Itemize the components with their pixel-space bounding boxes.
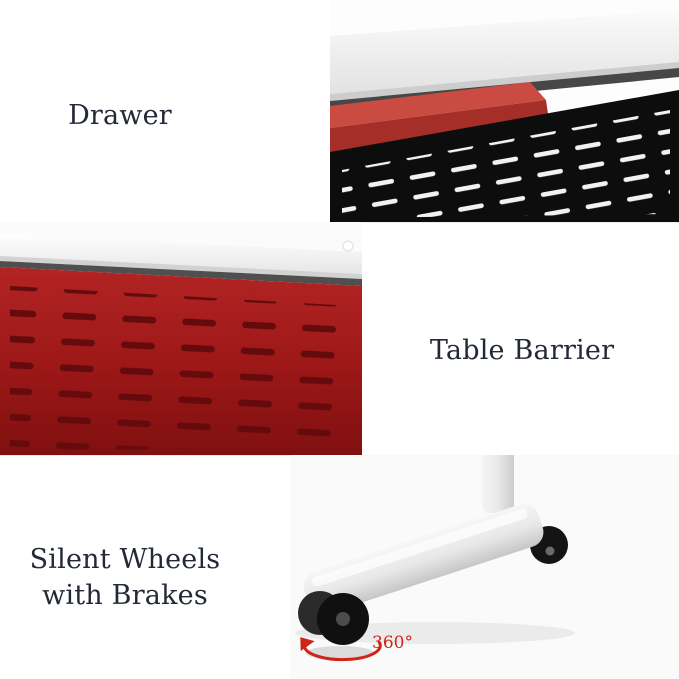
tabletop-edge bbox=[330, 62, 679, 101]
table-barrier-photo-graphic bbox=[0, 222, 362, 455]
rear-wheel-hub bbox=[545, 546, 555, 556]
rotation-degrees-label: 360° bbox=[372, 633, 413, 653]
wheels-photo-graphic bbox=[290, 455, 679, 679]
feature-label-drawer: Drawer bbox=[68, 100, 172, 131]
table-leg bbox=[482, 455, 514, 513]
drawer-slots bbox=[342, 110, 670, 218]
drawer-photo bbox=[330, 0, 679, 222]
foot-bar bbox=[303, 503, 544, 615]
front-caster-wheel bbox=[298, 591, 369, 645]
table-edge-line bbox=[0, 256, 362, 279]
drawer-photo-graphic bbox=[330, 0, 679, 222]
feature-label-silent-wheels: Silent Wheels with Brakes bbox=[8, 542, 242, 613]
wheels-label-line2: with Brakes bbox=[42, 579, 208, 611]
feature-label-table-barrier: Table Barrier bbox=[429, 335, 615, 366]
table-barrier-photo bbox=[0, 222, 362, 455]
rotation-arrow-icon bbox=[300, 637, 382, 662]
wheels-label-line1: Silent Wheels bbox=[29, 544, 221, 575]
table-edge bbox=[0, 234, 362, 274]
screw-hole bbox=[342, 240, 354, 252]
barrier-slots bbox=[10, 286, 352, 450]
wheels-photo bbox=[290, 455, 679, 679]
table-edge-shadow bbox=[0, 261, 362, 286]
tabletop bbox=[330, 10, 679, 94]
